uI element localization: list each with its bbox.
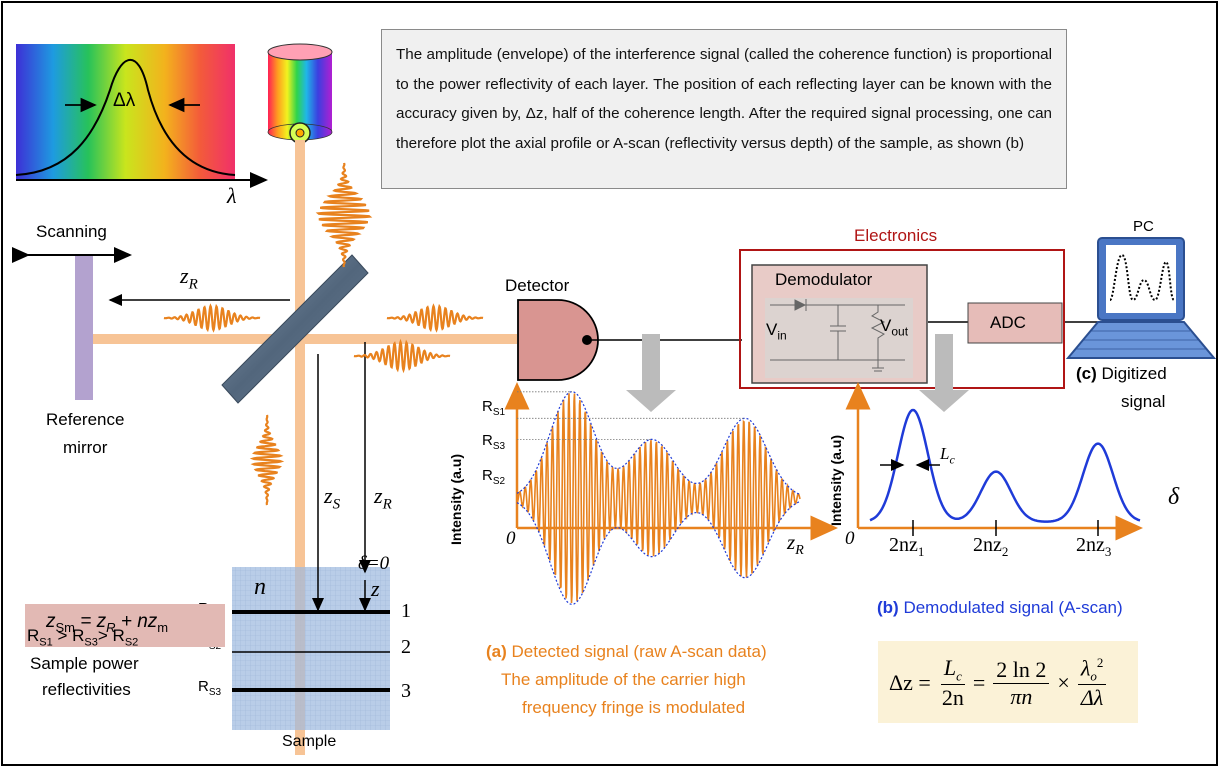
panel-b-tick-1: 2nz1 bbox=[889, 534, 925, 559]
electronics-box bbox=[739, 249, 1065, 389]
layer-3-label: 3 bbox=[401, 680, 411, 702]
panel-a-rs2: RS2 bbox=[482, 467, 506, 487]
reference-mirror-label-2: mirror bbox=[63, 438, 108, 457]
panel-a-caption-2: The amplitude of the carrier high bbox=[501, 670, 746, 689]
vout-label: Vout bbox=[880, 316, 909, 339]
depth-equation: zSm = zR + nzm bbox=[46, 611, 169, 635]
panel-a-ylabel: Intensity (a.u) bbox=[448, 453, 464, 545]
panel-a-envelope-upper bbox=[516, 391, 801, 496]
panel-b-tick-2: 2nz2 bbox=[973, 534, 1009, 559]
wave-packet-reference bbox=[163, 303, 261, 333]
info-text: The amplitude (envelope) of the interfer… bbox=[396, 46, 1052, 152]
demodulator-label: Demodulator bbox=[775, 270, 873, 289]
panel-a-carrier-fringes bbox=[516, 393, 801, 604]
reference-mirror-label-1: Reference bbox=[46, 410, 125, 429]
refractive-index-label: n bbox=[254, 574, 266, 600]
vertical-beam bbox=[295, 140, 305, 755]
wave-packets bbox=[163, 162, 484, 506]
digitized-label-1: (c) Digitized bbox=[1076, 364, 1167, 383]
scanning-label: Scanning bbox=[36, 222, 107, 241]
sample-rs3-label: RS3 bbox=[198, 678, 222, 698]
reflectivity-order: RS1 > RS3> RS2 bbox=[27, 626, 139, 649]
digitized-label-2: signal bbox=[1121, 392, 1166, 411]
panel-b-ylabel: Intensity (a.u) bbox=[828, 434, 844, 526]
reflectivity-line-2: Sample power bbox=[30, 654, 139, 673]
demodulator-circuit bbox=[770, 299, 905, 372]
reflectivity-line-3: reflectivities bbox=[42, 680, 131, 699]
panel-a-signal bbox=[516, 391, 801, 605]
adc-label: ADC bbox=[990, 313, 1026, 332]
layer-1-label: 1 bbox=[401, 600, 411, 622]
pc-label: PC bbox=[1133, 218, 1154, 235]
panel-a-caption-3: frequency fringe is modulated bbox=[522, 698, 746, 717]
delta-lambda-label: Δλ bbox=[113, 90, 136, 111]
info-box: The amplitude (envelope) of the interfer… bbox=[381, 29, 1067, 189]
gaussian-curve bbox=[15, 58, 236, 176]
beam-splitter bbox=[221, 254, 369, 404]
delta-zero-label: δ=0 bbox=[358, 553, 390, 574]
panel-a-rs1: RS1 bbox=[482, 398, 506, 418]
panel-a-xlabel: zR bbox=[787, 530, 804, 559]
z-depth-label: z bbox=[371, 576, 380, 601]
wave-packet-detector-lower bbox=[353, 338, 451, 374]
reference-mirror bbox=[75, 256, 93, 400]
gray-arrow-b bbox=[919, 334, 969, 412]
panel-a-origin: 0 bbox=[506, 528, 516, 549]
layer-2-label: 2 bbox=[401, 636, 411, 658]
wave-packet-sample bbox=[249, 414, 285, 506]
gray-arrow-a bbox=[626, 334, 676, 412]
zr-reference-label: zR bbox=[180, 263, 198, 293]
adc-box bbox=[967, 302, 1063, 344]
detector-body bbox=[517, 299, 599, 381]
vin-label: Vin bbox=[766, 320, 787, 343]
panel-b-origin: 0 bbox=[845, 528, 855, 549]
lambda-axis-label: λ bbox=[227, 183, 237, 208]
detector-label: Detector bbox=[505, 276, 570, 295]
panel-b-tick-3: 2nz3 bbox=[1076, 534, 1112, 559]
panel-b-caption: (b) Demodulated signal (A-scan) bbox=[877, 598, 1123, 617]
horizontal-beam bbox=[92, 334, 517, 344]
panel-a-caption-1: (a) Detected signal (raw A-scan data) bbox=[486, 642, 767, 661]
sample-block bbox=[232, 567, 390, 730]
zr-sample-label: zR bbox=[374, 483, 392, 513]
panel-a-envelope-lower bbox=[516, 500, 801, 605]
panel-b-xlabel: δ bbox=[1168, 484, 1180, 510]
light-source-cylinder bbox=[268, 52, 332, 132]
panel-b-ascan-curve bbox=[869, 408, 1141, 523]
wave-packet-detector-upper bbox=[386, 303, 484, 333]
axial-resolution-formula: Δz = Lc 2n = 2 ln 2 πn × λo2 Δλ bbox=[889, 651, 1110, 715]
wave-packet-source bbox=[315, 162, 373, 268]
coherence-length-label: Lc bbox=[940, 444, 955, 467]
sample-label: Sample bbox=[282, 733, 337, 750]
panel-a-rs3: RS3 bbox=[482, 432, 506, 452]
formula-box bbox=[878, 641, 1138, 723]
electronics-title: Electronics bbox=[854, 226, 938, 245]
panel-b-signal bbox=[869, 408, 1141, 536]
spectrum-image bbox=[16, 44, 235, 180]
depth-equation-box bbox=[25, 604, 225, 647]
zs-label: zS bbox=[324, 483, 341, 513]
